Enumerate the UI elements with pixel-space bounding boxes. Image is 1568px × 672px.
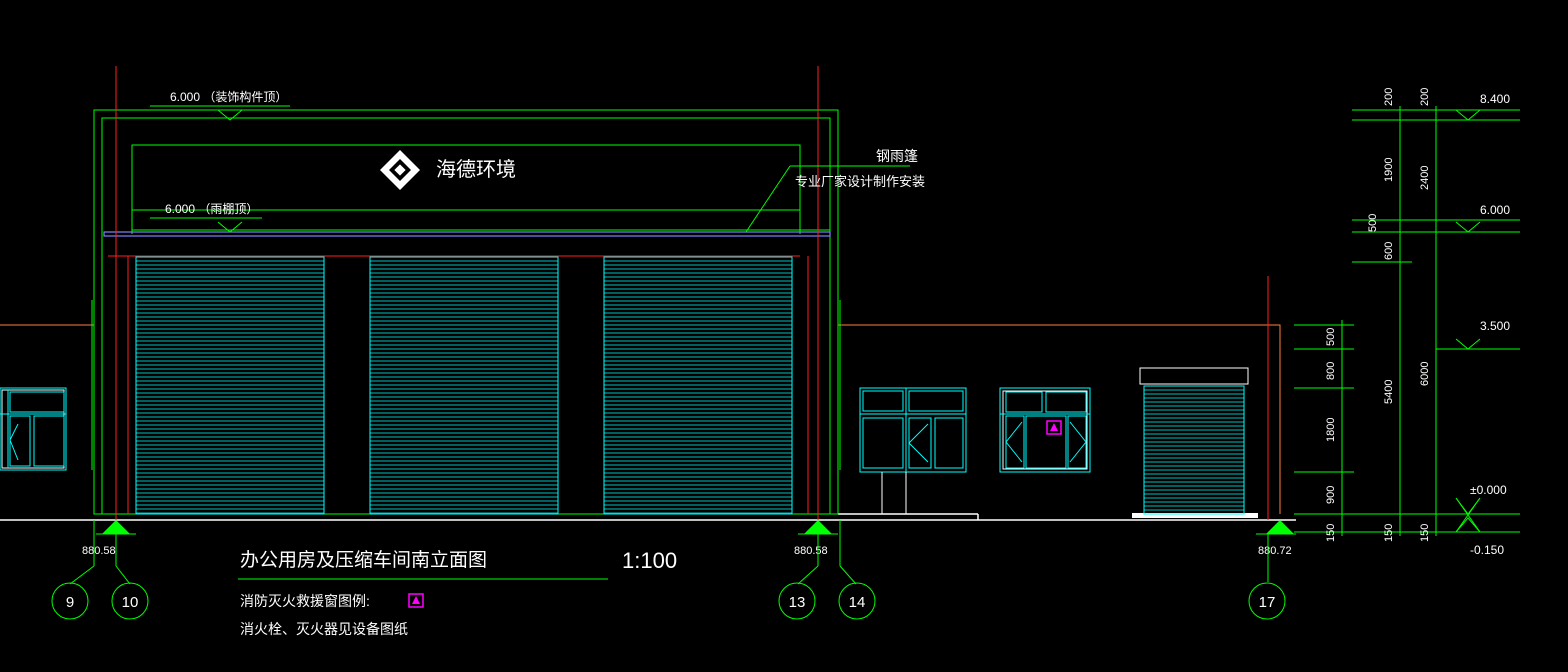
grade-right: 880.72 bbox=[1258, 545, 1292, 557]
grade-mid: 880.58 bbox=[794, 545, 828, 557]
dim-bldg-900: 900 bbox=[1325, 486, 1337, 504]
dim-bldg-500: 500 bbox=[1325, 328, 1337, 346]
dim-middle-150: 150 bbox=[1419, 524, 1431, 542]
dim-middle-200: 200 bbox=[1419, 88, 1431, 106]
right-dimension-lines bbox=[1294, 106, 1520, 536]
rolling-door-2 bbox=[369, 256, 559, 515]
dim-outer-5400: 5400 bbox=[1383, 380, 1395, 404]
legend-fire-window-icon bbox=[408, 593, 424, 608]
svg-text:17: 17 bbox=[1259, 594, 1276, 611]
elev-minus-0150: -0.150 bbox=[1470, 543, 1504, 557]
axis-bubble-17: 17 bbox=[1248, 582, 1286, 620]
rain-elev-label: 6.000 （雨棚顶） bbox=[165, 201, 258, 216]
window-left-partial bbox=[0, 387, 67, 471]
dim-middle-6000: 6000 bbox=[1419, 362, 1431, 386]
svg-text:9: 9 bbox=[66, 594, 74, 611]
dim-outer-600: 600 bbox=[1383, 242, 1395, 260]
window-2 bbox=[999, 387, 1091, 473]
door-window-1 bbox=[859, 387, 967, 514]
elev-8400: 8.400 bbox=[1480, 92, 1510, 106]
svg-text:10: 10 bbox=[122, 594, 139, 611]
dim-bldg-800: 800 bbox=[1325, 362, 1337, 380]
rolling-door-small bbox=[1143, 385, 1245, 515]
grade-markers bbox=[102, 520, 1294, 534]
axis-leaders bbox=[69, 520, 1269, 585]
drawing-scale: 1:100 bbox=[622, 548, 677, 573]
axis-bubble-14: 14 bbox=[838, 582, 876, 620]
fire-rescue-window-icon bbox=[1046, 420, 1062, 435]
dim-outer-200: 200 bbox=[1383, 88, 1395, 106]
dim-bldg-1800: 1800 bbox=[1325, 418, 1337, 442]
elev-3500: 3.500 bbox=[1480, 319, 1510, 333]
drawing-title: 办公用房及压缩车间南立面图 bbox=[240, 549, 487, 571]
low-roof-lines bbox=[0, 324, 1281, 514]
dim-outer-500: 500 bbox=[1367, 214, 1379, 232]
equipment-note: 消火栓、灭火器见设备图纸 bbox=[240, 621, 408, 637]
dim-outer-150: 150 bbox=[1383, 524, 1395, 542]
axis-lines-red bbox=[108, 66, 1269, 520]
ground-line bbox=[0, 513, 1296, 521]
canopy-elev-markers bbox=[150, 105, 910, 233]
canopy-note-line1: 钢雨篷 bbox=[876, 148, 918, 164]
small-door-hood bbox=[1139, 367, 1249, 385]
haide-logo-icon bbox=[380, 150, 420, 190]
axis-bubble-13: 13 bbox=[778, 582, 816, 620]
elev-6000: 6.000 bbox=[1480, 203, 1510, 217]
logo-text: 海德环境 bbox=[436, 158, 516, 181]
elev-0000: ±0.000 bbox=[1470, 483, 1507, 497]
legend-label: 消防灭火救援窗图例: bbox=[240, 593, 370, 609]
axis-bubble-9: 9 bbox=[51, 582, 89, 620]
top-elev-label: 6.000 （装饰构件顶） bbox=[170, 89, 287, 104]
grade-left: 880.58 bbox=[82, 545, 116, 557]
dim-middle-2400: 2400 bbox=[1419, 166, 1431, 190]
svg-text:14: 14 bbox=[849, 594, 866, 611]
door-step bbox=[1132, 513, 1258, 518]
rolling-door-1 bbox=[135, 256, 325, 515]
canopy-note-line2: 专业厂家设计制作安装 bbox=[795, 174, 925, 189]
axis-bubble-10: 10 bbox=[111, 582, 149, 620]
rolling-door-3 bbox=[603, 256, 793, 515]
canopy-beam bbox=[103, 231, 831, 237]
svg-text:13: 13 bbox=[789, 594, 806, 611]
dim-outer-1900: 1900 bbox=[1383, 158, 1395, 182]
dim-bldg-150: 150 bbox=[1325, 524, 1337, 542]
